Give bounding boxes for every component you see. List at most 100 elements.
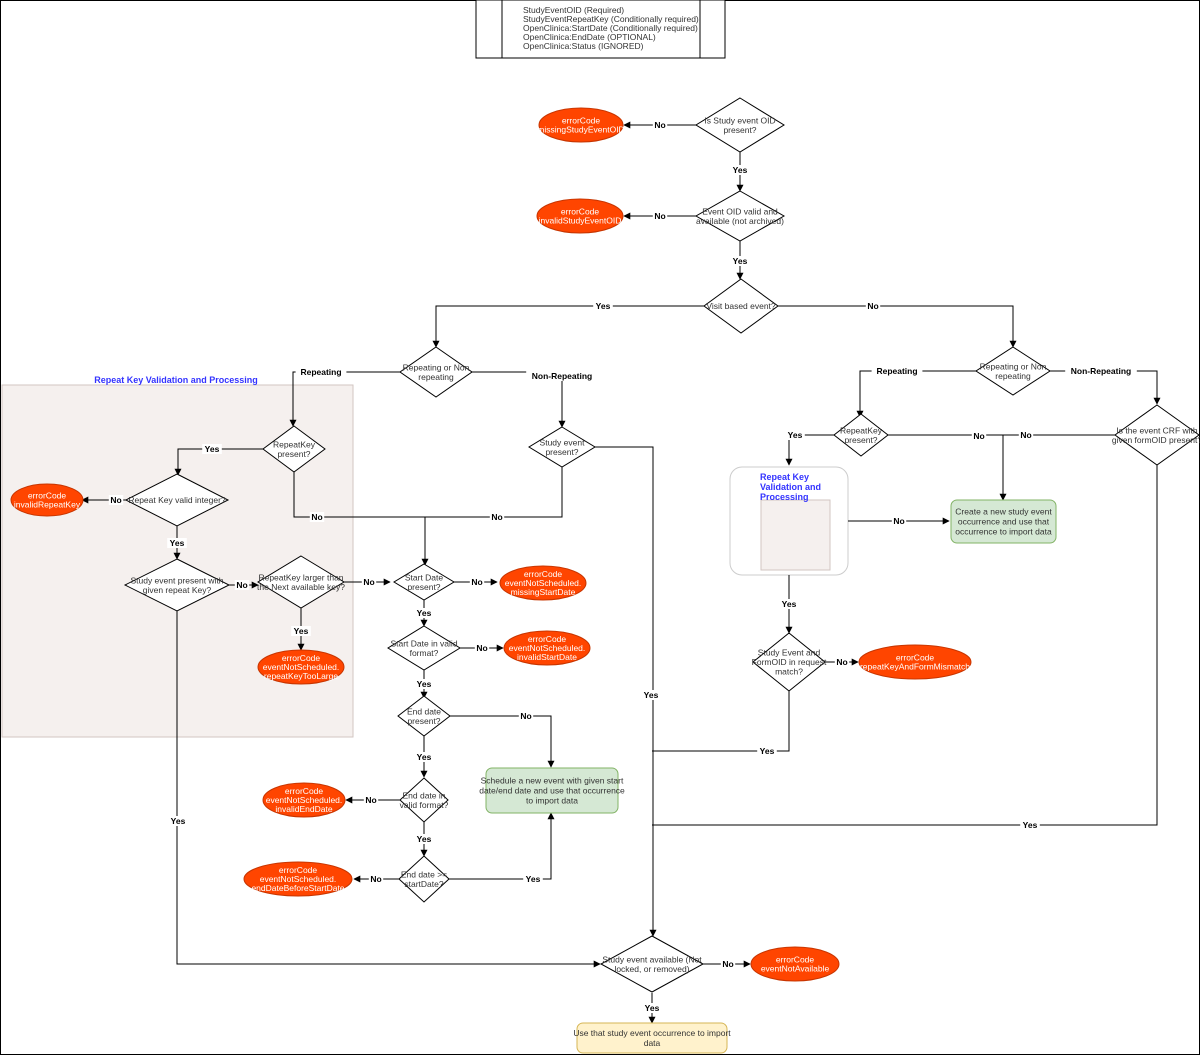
node-text: eventNotScheduled. — [260, 874, 337, 884]
edge-label-yes: Yes — [205, 444, 220, 454]
edge-label-no: No — [836, 657, 847, 667]
group-right-title-3: Processing — [760, 492, 809, 502]
edge-label-no: No — [471, 577, 482, 587]
header-line: StudyEventRepeatKey (Conditionally requi… — [523, 14, 699, 24]
node-text: locked, or removed) — [614, 964, 689, 974]
edge-label-yes: Yes — [760, 746, 775, 756]
error-end-before-start: errorCodeeventNotScheduled.endDateBefore… — [243, 861, 353, 897]
group-left-title: Repeat Key Validation and Processing — [94, 375, 258, 385]
decision-end-valid: End date invalid format? — [399, 777, 449, 823]
node-text: repeatKeyAndFormMismatch — [860, 662, 970, 672]
edge-label-yes: Yes — [171, 816, 186, 826]
header-line: OpenClinica:StartDate (Conditionally req… — [523, 23, 698, 33]
node-text: missingStartDate — [511, 587, 576, 597]
action-schedule-new: Schedule a new event with given startdat… — [479, 767, 625, 814]
edge-label-no: No — [973, 431, 984, 441]
edge-label-repeating: Repeating — [876, 366, 917, 376]
node-text: Schedule a new event with given start — [481, 776, 624, 786]
edge-label-no: No — [311, 512, 322, 522]
decision-visit-based: Visit based event? — [703, 278, 779, 334]
edge — [176, 610, 601, 968]
node-text: Study event present with — [130, 575, 223, 585]
edge-label-yes: Yes — [1023, 820, 1038, 830]
edge-label-no: No — [520, 711, 531, 721]
node-text: invalidRepeatKey — [14, 500, 81, 510]
node-text: present? — [407, 716, 440, 726]
node-text: invalidStartDate — [517, 652, 577, 662]
group-right-repeat-key: Repeat Key Validation and Processing — [729, 466, 849, 576]
node-text: errorCode — [528, 634, 567, 644]
header-lines: StudyEventOID (Required)StudyEventRepeat… — [523, 5, 699, 51]
edge-label-non-repeating: Non-Repeating — [532, 371, 592, 381]
node-text: Study event available (Not — [602, 954, 702, 964]
node-text: eventNotAvailable — [761, 964, 830, 974]
node-text: Study event — [540, 437, 586, 447]
edge-label-non-repeating: Non-Repeating — [1071, 366, 1131, 376]
edge — [432, 305, 704, 348]
edge — [595, 446, 657, 937]
node-text: Use that study event occurrence to impor… — [573, 1028, 731, 1038]
node-text: errorCode — [285, 786, 324, 796]
node-text: Repeating or Non — [403, 362, 470, 372]
edge — [856, 370, 976, 418]
edge-label-repeating: Repeating — [300, 367, 341, 377]
node-text: endDateBeforeStartDate — [251, 883, 344, 893]
node-text: format? — [410, 648, 439, 658]
edge — [293, 472, 429, 566]
edge-label-no: No — [370, 874, 381, 884]
node-text: End date >= — [401, 869, 447, 879]
node-text: errorCode — [562, 116, 601, 126]
node-text: errorCode — [282, 653, 321, 663]
node-text: Start Date in valid — [390, 638, 457, 648]
node-text: errorCode — [776, 955, 815, 965]
node-text: occurrence to import data — [955, 527, 1052, 537]
group-right-title-2: Validation and — [760, 482, 821, 492]
node-text: Is the event CRF with — [1116, 425, 1198, 435]
node-text: missingStudyEventOID — [537, 125, 624, 135]
error-rk-too-large: errorCodeeventNotScheduled.repeatKeyTooL… — [257, 649, 345, 685]
node-text: present? — [723, 125, 756, 135]
node-text: RepeatKey — [273, 439, 316, 449]
node-text: data — [644, 1038, 661, 1048]
edge-label-yes: Yes — [733, 256, 748, 266]
edge-label-yes: Yes — [417, 679, 432, 689]
node-text: Event OID valid and — [702, 206, 778, 216]
edge — [289, 371, 400, 427]
node-text: FormOID in request — [752, 657, 827, 667]
header-line: OpenClinica:Status (IGNORED) — [523, 41, 644, 51]
edge-label-yes: Yes — [733, 165, 748, 175]
edge-label-no: No — [236, 580, 247, 590]
edge-label-yes: Yes — [170, 538, 185, 548]
node-text: present? — [545, 447, 578, 457]
edge-label-yes: Yes — [596, 301, 611, 311]
node-text: eventNotScheduled. — [266, 795, 343, 805]
edge — [652, 465, 1158, 826]
node-text: present? — [277, 449, 310, 459]
node-text: present? — [844, 435, 877, 445]
edge-label-no: No — [654, 120, 665, 130]
edge-label-no: No — [722, 959, 733, 969]
action-use-occurrence: Use that study event occurrence to impor… — [573, 1022, 731, 1054]
edge-label-no: No — [893, 516, 904, 526]
node-text: valid format? — [400, 800, 449, 810]
edge — [778, 305, 1017, 348]
edge-label-yes: Yes — [645, 1003, 660, 1013]
node-text: startDate? — [404, 879, 443, 889]
node-text: errorCode — [28, 491, 67, 501]
edge-label-no: No — [363, 577, 374, 587]
node-text: RepeatKey larger than — [258, 572, 343, 582]
node-text: date/end date and use that occurrence — [479, 786, 625, 796]
